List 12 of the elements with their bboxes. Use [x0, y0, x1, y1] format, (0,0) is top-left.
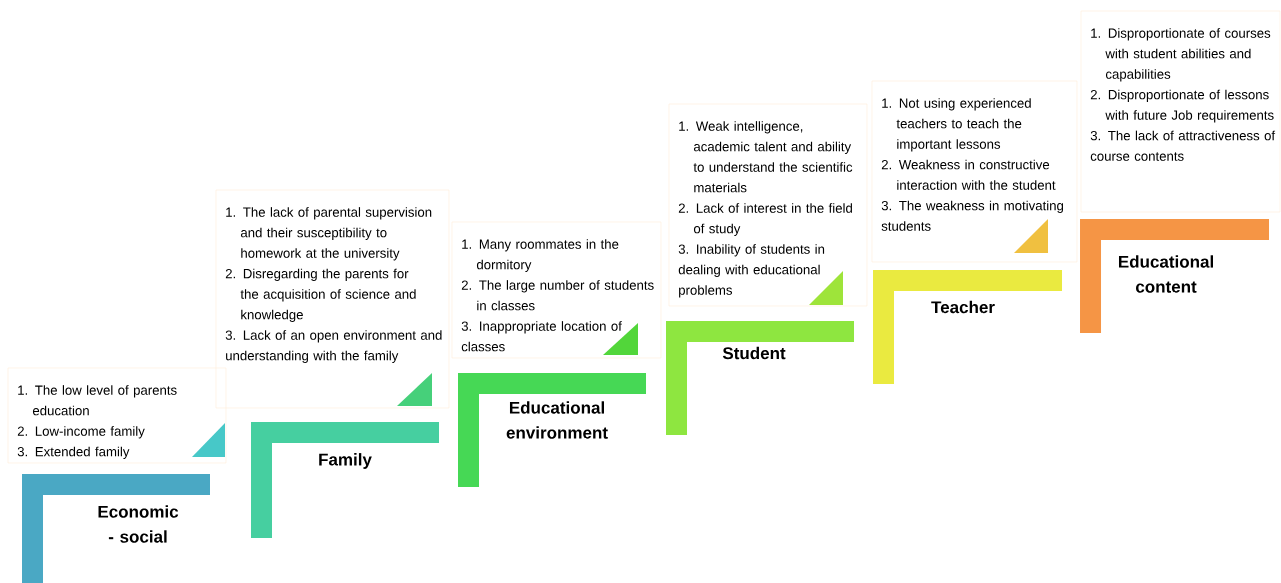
text-box: 1. The lack of parental supervision and their susceptibility to homework at the university 2. Disregarding the parents for the acquisition of science and knowledge 3. Lack of an open environment and understanding with the family — [215, 189, 450, 409]
text-box: 1. Not using experienced teachers to teach the important lessons 2. Weakness in constructive interaction with the student 3. The weakness in motivating students — [871, 80, 1078, 263]
text-box: 1. Weak intelligence, academic talent and ability to understand the scientific materials 2. Lack of interest in the field of study 3. Inability of students in dealing with educational problems — [668, 103, 868, 307]
step-bracket: Economic - social — [22, 474, 210, 583]
step-bracket: Educational environment — [458, 373, 646, 487]
text-box: 1. Many roommates in the dormitory 2. The large number of students in classes 3. Inappropriate location of classes — [451, 221, 662, 359]
text-box: 1. Disproportionate of courses with student abilities and capabilities 2. Disproportionate of lessons with future Job requirements 3. The lack of attractiveness of course contents — [1080, 10, 1281, 213]
step-bracket: Educational content — [1080, 219, 1269, 333]
step-bracket: Family — [251, 422, 439, 538]
step-bracket: Teacher — [873, 270, 1062, 384]
step-bracket: Student — [666, 321, 854, 435]
text-box: 1. The low level of parents education 2. Low-income family 3. Extended family — [7, 367, 227, 464]
